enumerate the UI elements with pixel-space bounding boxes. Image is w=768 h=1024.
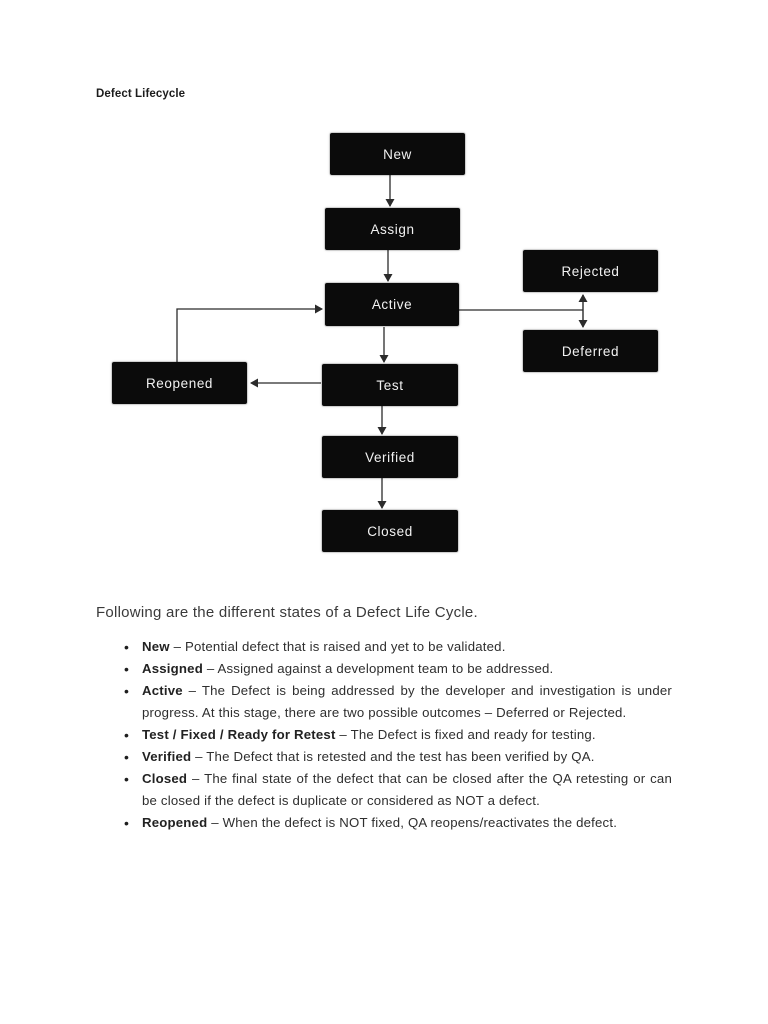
bullet-term: Reopened xyxy=(142,815,208,830)
bullet-separator: – xyxy=(191,749,207,764)
bullet-separator: – xyxy=(335,727,351,742)
bullet-separator: – xyxy=(182,683,202,698)
flowchart-connectors xyxy=(176,175,588,509)
defect-states-list: New – Potential defect that is raised an… xyxy=(122,636,672,834)
bullet-item: Active – The Defect is being addressed b… xyxy=(122,680,672,724)
flowchart-node-assign: Assign xyxy=(325,208,460,250)
bullet-separator: – xyxy=(187,771,205,786)
bullet-term: New xyxy=(142,639,170,654)
bullet-description: The Defect is fixed and ready for testin… xyxy=(350,727,596,742)
flowchart-node-new: New xyxy=(330,133,465,175)
bullet-separator: – xyxy=(207,815,223,830)
flowchart-node-rejected: Rejected xyxy=(523,250,658,292)
bullet-term: Verified xyxy=(142,749,192,764)
bullet-term: Closed xyxy=(142,771,188,786)
bullet-term: Assigned xyxy=(142,661,203,676)
bullet-description: Potential defect that is raised and yet … xyxy=(184,639,506,654)
edge-reopened-active xyxy=(176,304,323,362)
section-heading: Following are the different states of a … xyxy=(96,604,478,621)
bullet-description: The Defect is being addressed by the dev… xyxy=(142,683,672,720)
document-title: Defect Lifecycle xyxy=(96,88,186,100)
flowchart-node-active: Active xyxy=(325,283,459,326)
bullet-description: When the defect is NOT fixed, QA reopens… xyxy=(222,815,618,830)
bullet-term: Test / Fixed / Ready for Retest xyxy=(142,727,336,742)
bullet-description: The Defect that is retested and the test… xyxy=(206,749,595,764)
flowchart-node-test: Test xyxy=(322,364,458,406)
bullet-item: Closed – The final state of the defect t… xyxy=(122,768,672,812)
body-text-section: Following are the different states of a … xyxy=(96,604,676,834)
bullet-description: Assigned against a development team to b… xyxy=(217,661,554,676)
flowchart-node-verified: Verified xyxy=(322,436,458,478)
bullet-item: Reopened – When the defect is NOT fixed,… xyxy=(122,812,672,834)
bullet-description: The final state of the defect that can b… xyxy=(142,771,672,808)
flowchart-node-reopened: Reopened xyxy=(112,362,247,404)
bullet-item: New – Potential defect that is raised an… xyxy=(122,636,672,658)
bullet-separator: – xyxy=(169,639,185,654)
bullet-item: Verified – The Defect that is retested a… xyxy=(122,746,672,768)
flowchart-node-deferred: Deferred xyxy=(523,330,658,372)
flowchart-node-closed: Closed xyxy=(322,510,458,552)
bullet-term: Active xyxy=(142,683,183,698)
bullet-separator: – xyxy=(202,661,218,676)
bullet-item: Test / Fixed / Ready for Retest – The De… xyxy=(122,724,672,746)
bullet-item: Assigned – Assigned against a developmen… xyxy=(122,658,672,680)
defect-lifecycle-flowchart: New Assign Active Rejected Deferred Reop… xyxy=(0,120,768,580)
